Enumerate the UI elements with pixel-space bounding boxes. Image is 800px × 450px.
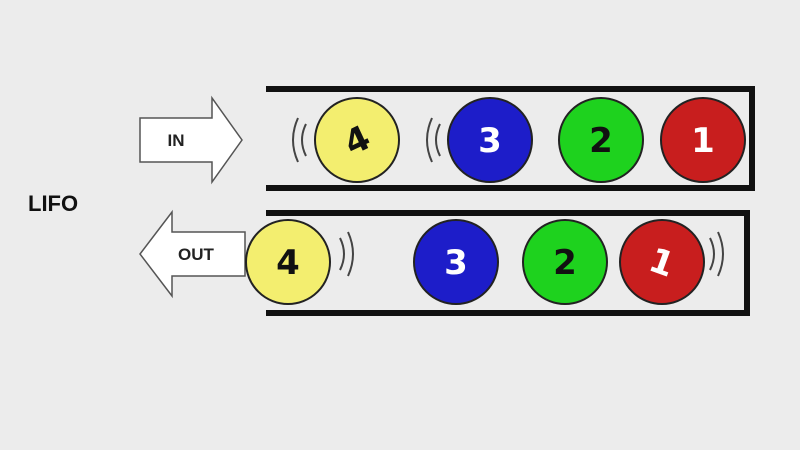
diagram-title: LIFO [28,191,78,216]
ball-2: 2 [522,219,608,305]
ball-circle [660,97,746,183]
ball-4: 4 [314,97,400,183]
ball-label: 4 [276,243,300,283]
ball-1: 1 [660,97,746,183]
ball-label: 1 [691,121,715,161]
ball-circle [619,219,705,305]
motion-lines-icon [339,231,724,277]
out-arrow-icon: OUT [139,209,246,299]
ball-label: 3 [478,121,502,161]
ball-circle [245,219,331,305]
ball-circle [413,219,499,305]
ball-3: 3 [413,219,499,305]
ball-1: 1 [619,219,705,305]
ball-4: 4 [245,219,331,305]
ball-label: 2 [553,243,577,283]
ball-label: 3 [444,243,468,283]
in-label: IN [168,131,185,150]
ball-label: 2 [589,121,613,161]
out-balls: 4 3 2 1 [245,219,705,305]
in-balls: 4 3 2 1 [314,97,746,183]
motion-lines-icon [292,117,441,163]
ball-circle [314,97,400,183]
in-arrow-icon: IN [139,95,243,185]
ball-circle [522,219,608,305]
ball-circle [558,97,644,183]
ball-2: 2 [558,97,644,183]
in-stack-tube [266,86,755,191]
ball-circle [447,97,533,183]
out-label: OUT [178,245,215,264]
out-stack-tube [266,210,750,316]
ball-3: 3 [447,97,533,183]
